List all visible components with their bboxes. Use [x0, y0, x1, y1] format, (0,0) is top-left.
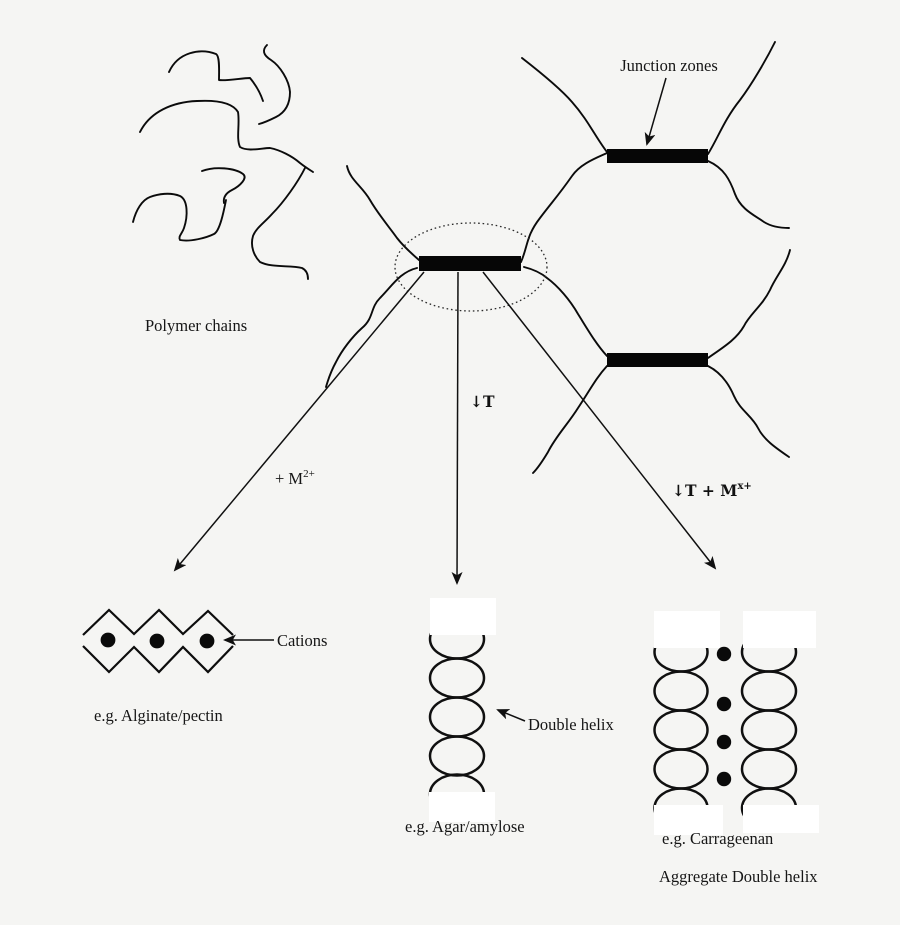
- junction-zone-bar-top: [607, 149, 708, 163]
- helix-end-mask: [743, 805, 819, 833]
- cooling-cation-route-label-base: ↓T + M: [672, 481, 737, 500]
- network-chain: [532, 365, 608, 474]
- network-chain: [520, 152, 608, 263]
- polymer-chain: [139, 99, 314, 173]
- agar-example-label: e.g. Agar/amylose: [405, 817, 525, 836]
- double-helix-figure: [428, 598, 496, 822]
- polymer-chain: [258, 44, 291, 125]
- junction-zone-bar-bottom: [607, 353, 708, 367]
- eggbox-model: [82, 608, 234, 674]
- cooling-cation-route-label-sup: x+: [737, 481, 751, 492]
- cation-dot: [149, 633, 165, 649]
- cooling-route-arrow: [451, 271, 463, 585]
- network-chain: [325, 267, 418, 388]
- eggbox-zigzag-top: [82, 608, 234, 636]
- alginate-example-label: e.g. Alginate/pectin: [94, 706, 223, 725]
- aggregate-double-helix-figure: [653, 611, 819, 835]
- cation-route-label-sup: 2+: [303, 468, 315, 480]
- eggbox-zigzag-bottom: [82, 645, 234, 674]
- gel-network: [325, 41, 791, 474]
- aggregate-double-helix-label: Aggregate Double helix: [659, 867, 818, 886]
- cation-dot: [199, 633, 215, 649]
- network-chain: [523, 266, 608, 357]
- polymer-chain: [132, 192, 227, 242]
- network-chain: [346, 165, 420, 261]
- cation-dot: [716, 734, 732, 750]
- network-chain: [707, 41, 776, 155]
- polymer-chains-cluster: [132, 44, 314, 280]
- cooling-cation-route-label: ↓T + Mx+: [672, 481, 752, 500]
- junction-zone-highlight-ellipse: [394, 222, 548, 312]
- cations-label: Cations: [277, 631, 327, 650]
- helix-end-mask: [654, 805, 723, 835]
- network-chain: [707, 160, 790, 229]
- cation-dot: [716, 646, 732, 662]
- network-chain: [521, 57, 608, 153]
- polymer-chains-label: Polymer chains: [145, 316, 247, 335]
- double-helix-label: Double helix: [528, 715, 614, 734]
- helix-end-mask: [429, 792, 495, 822]
- cation-dot: [100, 632, 116, 648]
- helix-end-mask: [654, 611, 720, 648]
- polymer-chain: [201, 167, 246, 204]
- cation-dot: [716, 696, 732, 712]
- junction-zones-label: Junction zones: [620, 56, 718, 75]
- cation-route-label: + M2+: [275, 468, 315, 488]
- junction-zone-bar-center: [419, 256, 521, 271]
- cooling-route-label: ↓T: [470, 392, 495, 411]
- polymer-chain: [251, 167, 309, 280]
- polymer-chain: [168, 50, 264, 102]
- double-helix-pointer-arrow: [496, 709, 526, 722]
- cation-route-label-base: + M: [275, 469, 303, 488]
- cooling-cation-route-arrow: [482, 271, 717, 570]
- network-chain: [707, 249, 791, 359]
- cooling-route-label-base: ↓T: [470, 392, 495, 411]
- cation-route-arrow: [173, 271, 425, 572]
- helix-end-mask: [743, 611, 816, 648]
- junction-zones-pointer-arrow: [644, 77, 667, 146]
- helix-end-mask: [430, 598, 496, 635]
- carrageenan-example-label: e.g. Carrageenan: [662, 829, 773, 848]
- network-chain: [707, 365, 790, 458]
- cation-dot: [716, 771, 732, 787]
